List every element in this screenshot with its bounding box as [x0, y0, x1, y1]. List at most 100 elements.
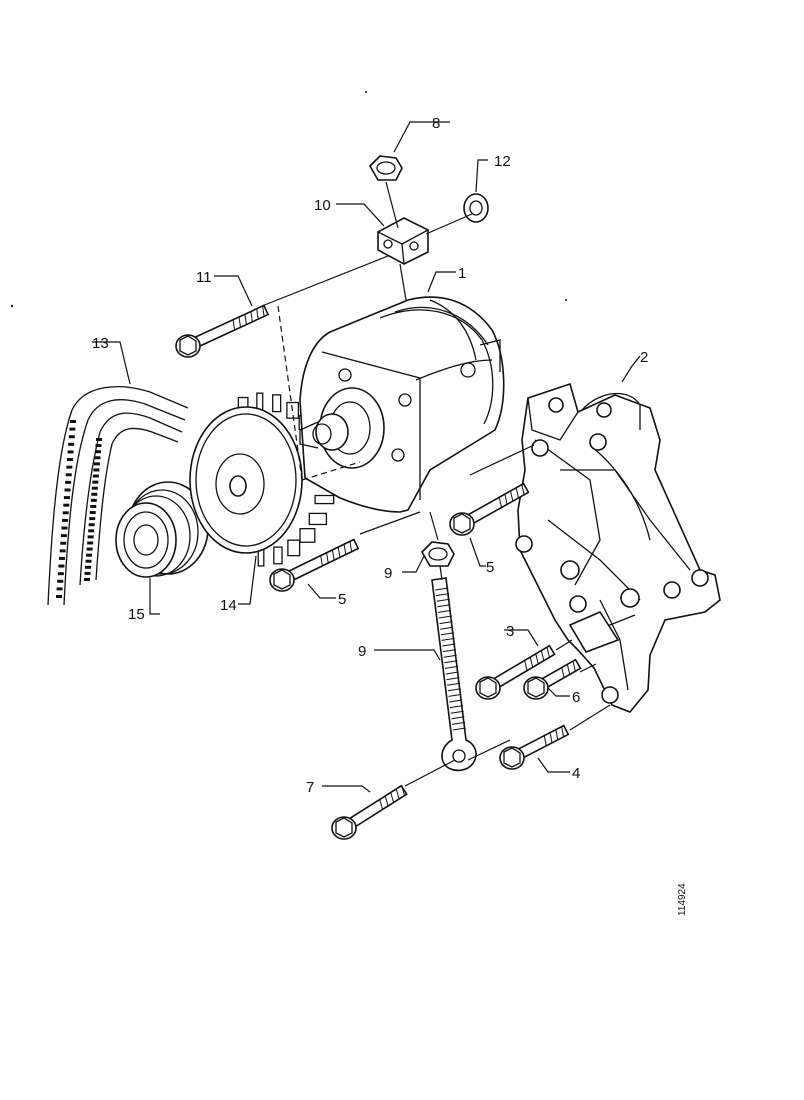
belt-tooth [57, 579, 64, 583]
belt-tooth [62, 511, 69, 515]
belt-tooth [89, 517, 96, 521]
belt-tooth [56, 595, 62, 598]
belt-tooth [56, 587, 63, 591]
bolt-8 [331, 784, 408, 840]
rod-thread [449, 705, 464, 709]
callout-15: 15 [128, 606, 145, 623]
fan-blade [256, 392, 264, 411]
belt-tooth [95, 444, 102, 448]
belt-tooth [59, 556, 66, 560]
belt-tooth [90, 504, 97, 508]
belt-tooth [68, 435, 75, 439]
belt-tooth [65, 480, 72, 484]
rod-thread [444, 665, 459, 669]
belt-tooth [62, 518, 69, 522]
scan-speck [365, 91, 367, 93]
belt-tooth [90, 498, 97, 502]
rod-thread [445, 671, 459, 675]
callout-labels: 8 12 10 11 1 2 13 15 14 5 5 9 9 3 6 4 7 [92, 115, 648, 796]
rod-thread [437, 604, 451, 608]
fan-blade [314, 494, 335, 505]
rod-thread [436, 598, 450, 602]
callout-9-lower: 9 [384, 565, 392, 582]
fan-blade [286, 401, 300, 419]
belt-tooth [70, 420, 76, 423]
belt-tooth [88, 523, 95, 527]
belt-tooth [66, 458, 73, 462]
scan-speck [565, 299, 567, 301]
belt-tooth [84, 578, 90, 581]
belt-tooth [85, 559, 92, 563]
belt-tooth [69, 427, 76, 431]
rod-thread [440, 626, 454, 630]
callout-6: 6 [572, 689, 580, 706]
belt-tooth [94, 450, 101, 454]
rod-thread [442, 643, 456, 647]
nut-12 [463, 193, 489, 223]
belt-tooth [61, 526, 68, 530]
belt-tooth [87, 541, 94, 545]
belt-tooth [91, 486, 98, 490]
bolt-5-left [269, 538, 360, 592]
rod-threads [435, 587, 466, 731]
callout-9-top: 8 [432, 115, 440, 132]
bolt-5-right [449, 482, 530, 536]
belt-tooth [91, 492, 98, 496]
rod-thread [447, 688, 461, 692]
reference-number: 114924 [677, 883, 688, 916]
mounting-bracket [515, 382, 721, 713]
callout-1: 1 [458, 265, 466, 282]
belt-tooth [84, 571, 91, 575]
callout-14: 14 [220, 597, 237, 614]
rod-thread [442, 649, 457, 653]
callout-3: 3 [506, 623, 514, 640]
callout-4: 4 [572, 765, 580, 782]
belt-tooth [60, 534, 67, 538]
belt-tooth [87, 535, 94, 539]
fan-blade [287, 539, 301, 557]
leader-lines [92, 121, 641, 793]
rod-thread [441, 637, 455, 641]
belt-tooth [65, 473, 72, 477]
scan-speck [10, 304, 14, 308]
crankshaft-pulley [115, 481, 209, 578]
belt-tooth [63, 496, 70, 500]
bolt-3 [475, 644, 556, 700]
fan-blade [299, 527, 316, 543]
callout-5-right: 5 [486, 559, 494, 576]
callout-8: 7 [306, 779, 314, 796]
rod-thread [451, 721, 466, 725]
belt-tooth [86, 547, 93, 551]
rod-thread [438, 615, 452, 619]
fan-blade [272, 394, 282, 413]
drive-belt [47, 386, 189, 606]
rod-thread [449, 699, 463, 703]
callout-10: 10 [314, 197, 331, 214]
rod-thread [446, 677, 460, 681]
belt-tooth [63, 503, 70, 507]
belt-tooth [64, 488, 71, 492]
belt-tooth [66, 465, 73, 469]
alternator [299, 296, 505, 513]
callout-12: 12 [494, 153, 511, 170]
bolt-6 [523, 658, 582, 700]
belt-tooth [88, 529, 95, 533]
belt-tooth [96, 438, 102, 441]
rod-thread [435, 593, 450, 597]
bolt-11 [175, 304, 270, 358]
bolts [175, 304, 582, 840]
belt-tooth [67, 450, 74, 454]
belt-tooth [68, 442, 75, 446]
bolt-4 [499, 724, 570, 770]
callout-5-left: 5 [338, 591, 346, 608]
belt-tooth [57, 572, 64, 576]
rod-thread [448, 693, 462, 697]
rod-thread [451, 716, 465, 720]
belt-tooth [94, 456, 101, 460]
callout-13: 13 [92, 335, 109, 352]
belt-tooth [93, 462, 100, 466]
rod-thread [447, 682, 461, 686]
adjusting-rod [431, 577, 477, 772]
belt-tooth [59, 549, 66, 553]
